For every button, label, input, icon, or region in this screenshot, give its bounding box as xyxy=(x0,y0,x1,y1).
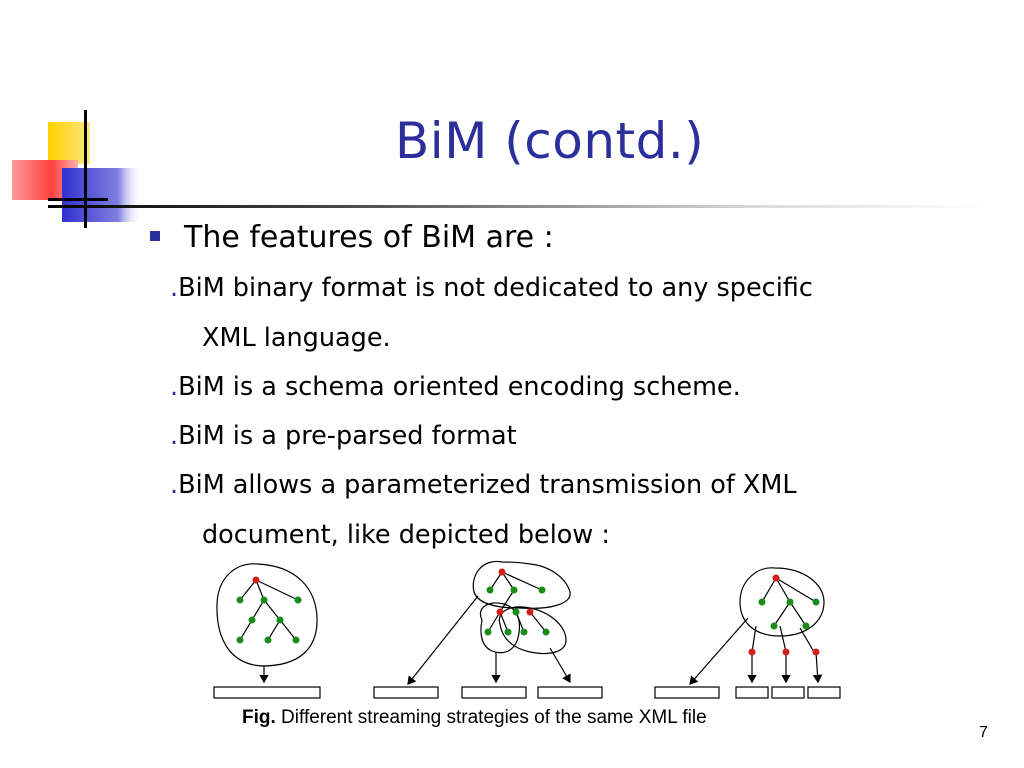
main-bullet-text: The features of BiM are : xyxy=(184,220,554,255)
corner-decoration xyxy=(12,110,142,228)
subtree-blob xyxy=(498,606,567,655)
sub-item-marker: . xyxy=(170,273,179,303)
title-underline xyxy=(48,205,988,208)
square-bullet-icon xyxy=(150,231,160,241)
sub-item-2: .BiM is a schema oriented encoding schem… xyxy=(170,369,741,405)
packet-box xyxy=(807,686,841,699)
subtree-blob xyxy=(472,560,571,609)
figure-caption: Fig. Different streaming strategies of t… xyxy=(242,707,707,729)
caption-text: Different streaming strategies of the sa… xyxy=(275,707,707,728)
sub-item-text: BiM allows a parameterized transmission … xyxy=(178,470,797,500)
packet-box xyxy=(537,686,603,699)
packet-box xyxy=(654,686,720,699)
packet-box xyxy=(373,686,439,699)
sub-item-text: BiM is a schema oriented encoding scheme… xyxy=(178,372,741,402)
packet-box xyxy=(213,686,321,699)
page-number: 7 xyxy=(979,724,988,741)
caption-label: Fig. xyxy=(242,707,276,728)
sub-item-4: .BiM allows a parameterized transmission… xyxy=(170,467,797,503)
sub-item-marker: . xyxy=(170,421,179,451)
packet-box xyxy=(461,686,527,699)
subtree-blob xyxy=(479,602,521,654)
subtree-blob xyxy=(739,567,825,637)
sub-item-1-continuation: XML language. xyxy=(202,323,391,353)
packet-box xyxy=(771,686,805,699)
sub-item-marker: . xyxy=(170,372,179,402)
sub-item-4-continuation: document, like depicted below : xyxy=(202,520,610,550)
sub-item-text: BiM binary format is not dedicated to an… xyxy=(178,273,813,303)
sub-item-text: BiM is a pre-parsed format xyxy=(178,421,517,451)
main-bullet: The features of BiM are : xyxy=(150,218,554,258)
slide-title: BiM (contd.) xyxy=(395,112,705,170)
sub-item-1: .BiM binary format is not dedicated to a… xyxy=(170,270,813,306)
streaming-strategies-diagram xyxy=(213,560,841,699)
subtree-blob xyxy=(216,563,318,667)
sub-item-marker: . xyxy=(170,470,179,500)
packet-box xyxy=(735,686,769,699)
tree-nodes xyxy=(236,568,820,656)
sub-item-3: .BiM is a pre-parsed format xyxy=(170,418,517,454)
